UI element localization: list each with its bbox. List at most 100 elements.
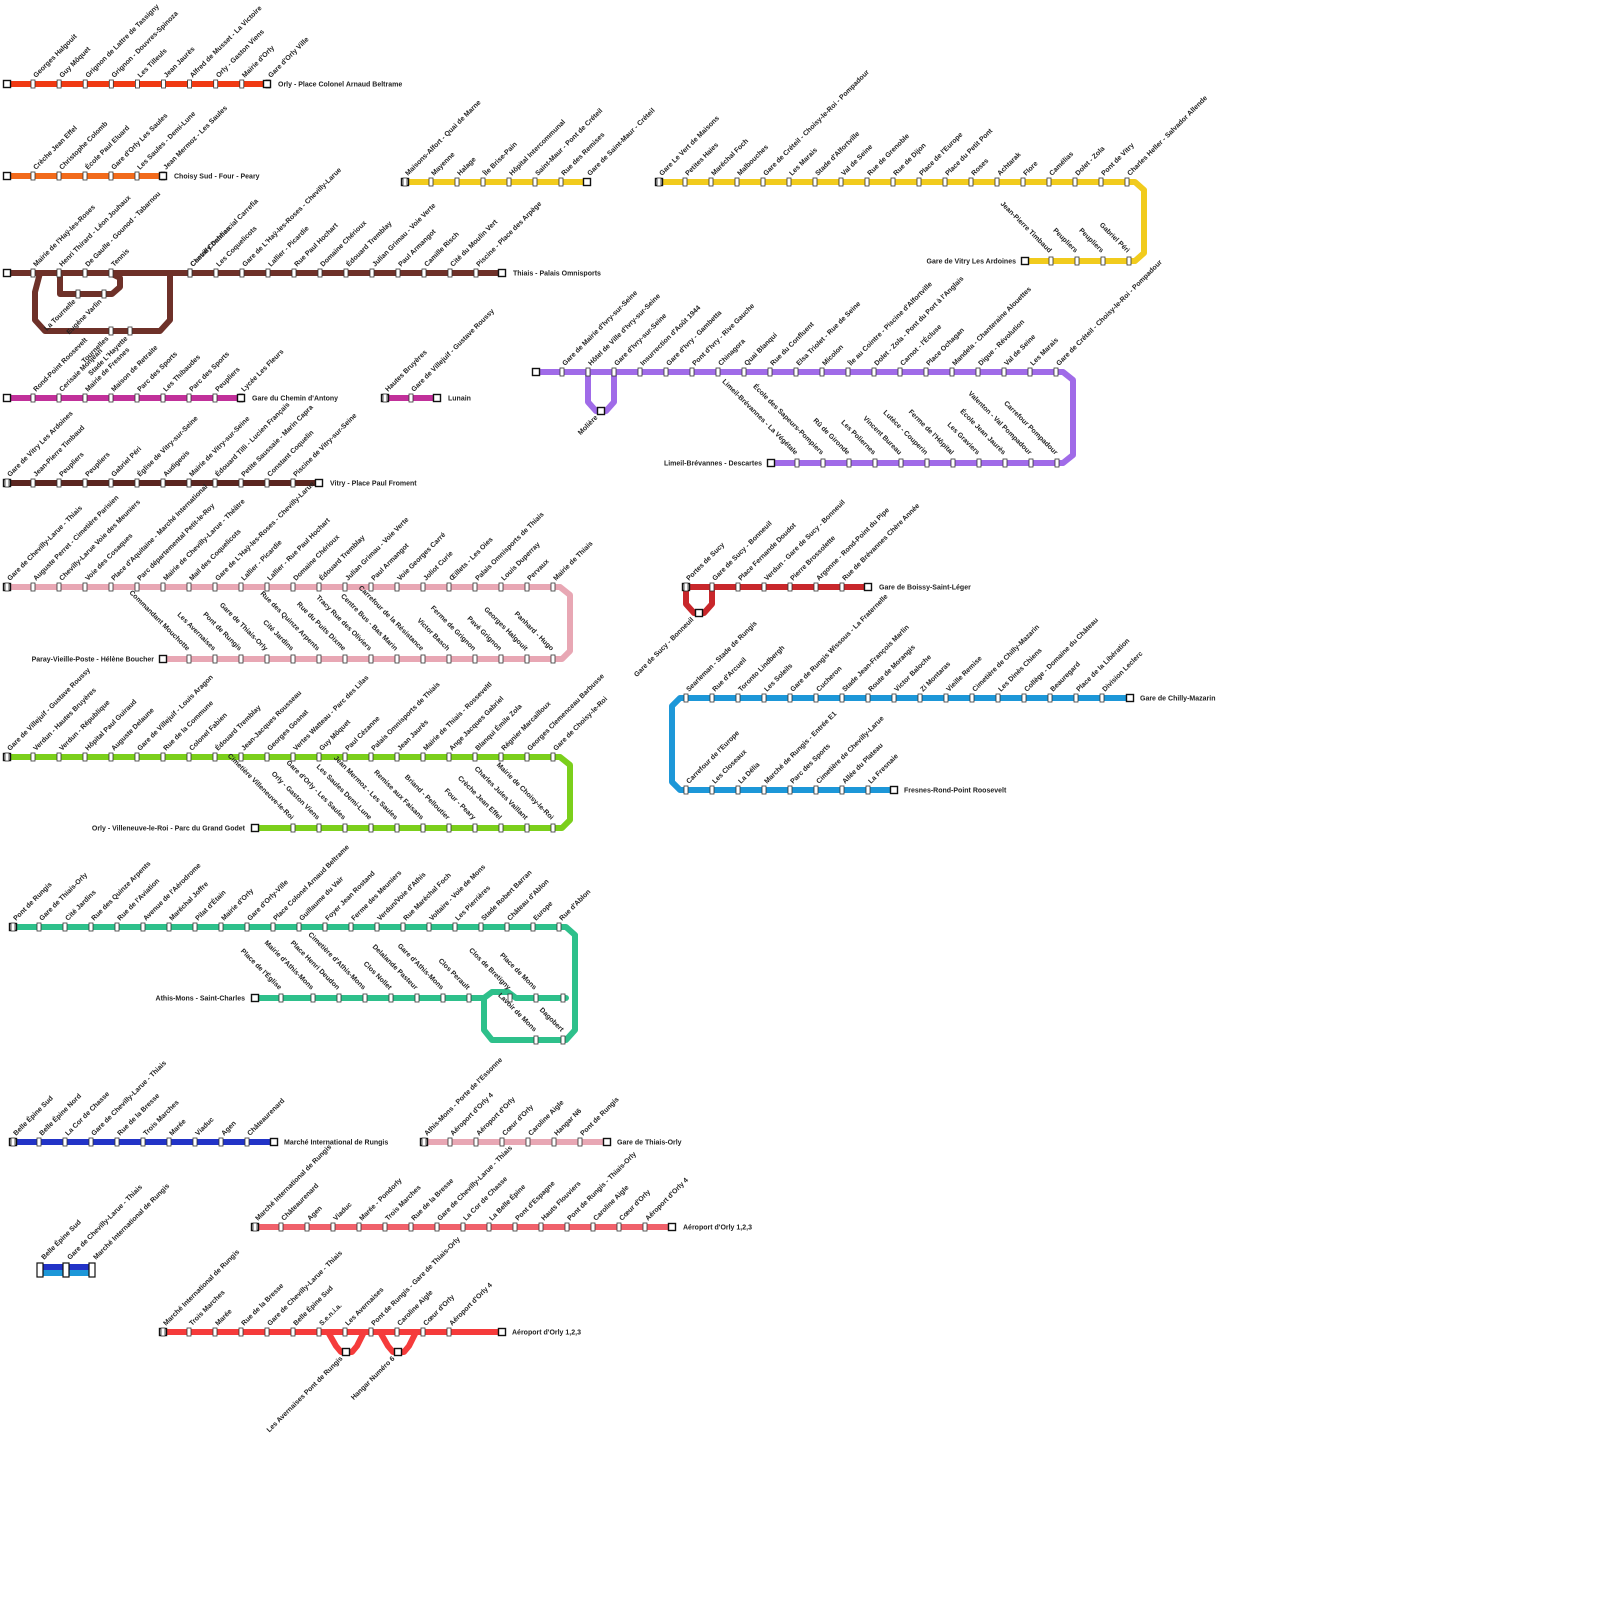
station-marker <box>916 177 922 187</box>
station-marker <box>30 752 36 762</box>
station-marker <box>524 752 530 762</box>
station-label: Europe <box>532 900 554 922</box>
station-marker <box>213 268 219 278</box>
station-marker <box>472 823 478 833</box>
station-marker <box>108 326 114 336</box>
station-marker <box>560 993 566 1003</box>
station-marker <box>761 582 767 592</box>
station-marker <box>291 268 297 278</box>
station-label: Digue - Révolution <box>977 319 1026 368</box>
station-marker <box>4 582 10 592</box>
station-label: Rue de la Commune <box>162 700 215 753</box>
station-label: Charles Heller - Salvador Allende <box>1126 95 1209 178</box>
station-marker <box>507 993 513 1003</box>
station-label: Blanqui Émile Zola <box>473 702 524 753</box>
station-label: Route de Morangis <box>867 644 917 694</box>
station-marker <box>813 582 819 592</box>
station-marker <box>891 693 897 703</box>
station-marker <box>1047 693 1053 703</box>
station-marker <box>186 393 192 403</box>
station-label: Georges Halgouit <box>32 33 79 80</box>
station-marker <box>368 752 374 762</box>
station-marker <box>426 922 432 932</box>
station-marker <box>342 582 348 592</box>
station-marker <box>140 922 146 932</box>
station-marker <box>1126 256 1132 266</box>
station-label: Verdun - République <box>58 699 111 752</box>
station-marker <box>62 922 68 932</box>
station-marker <box>1046 177 1052 187</box>
station-marker <box>420 823 426 833</box>
terminal-marker <box>158 654 168 664</box>
station-marker <box>36 1137 42 1147</box>
station-label: Ferme des Meuniers <box>350 870 403 923</box>
station-label: Aéroport d'Orly 4 <box>448 1282 494 1328</box>
station-marker <box>192 1137 198 1147</box>
station-marker <box>114 922 120 932</box>
station-marker <box>82 171 88 181</box>
station-marker <box>421 268 427 278</box>
station-marker <box>1072 177 1078 187</box>
station-marker <box>316 752 322 762</box>
station-marker <box>558 177 564 187</box>
station-label: Stade Robert Barran <box>480 869 533 922</box>
station-label: Rue du Confluent <box>769 321 816 368</box>
station-marker <box>689 367 695 377</box>
station-marker <box>917 693 923 703</box>
terminus-label: Thiais - Palais Omnisports <box>513 271 601 278</box>
station-marker <box>538 1222 544 1232</box>
station-marker <box>871 367 877 377</box>
station-marker <box>1048 256 1054 266</box>
station-label: La Cor de Chasse <box>462 1176 509 1223</box>
station-marker <box>995 693 1001 703</box>
station-marker <box>82 478 88 488</box>
station-label: Pont de Rungis <box>579 1096 620 1137</box>
station-marker <box>140 1137 146 1147</box>
station-label: Agen <box>306 1205 323 1222</box>
station-marker <box>846 458 852 468</box>
station-marker <box>374 922 380 932</box>
station-marker <box>506 177 512 187</box>
station-marker <box>550 582 556 592</box>
station-label: Édouard Tremblay <box>317 533 367 583</box>
station-marker <box>472 752 478 762</box>
station-marker <box>278 993 284 1003</box>
station-marker <box>368 823 374 833</box>
station-label: Gare d'Ivry-sur-Seine <box>613 313 668 368</box>
station-marker <box>342 752 348 762</box>
station-marker <box>394 823 400 833</box>
station-marker <box>56 393 62 403</box>
station-marker <box>56 752 62 762</box>
station-marker <box>715 367 721 377</box>
station-marker <box>134 582 140 592</box>
station-label: Châteaurenard <box>246 1098 286 1138</box>
station-marker <box>36 922 42 932</box>
terminus-label: Orly - Place Colonel Arnaud Beltrame <box>278 82 402 89</box>
station-marker <box>1100 256 1106 266</box>
station-marker <box>238 1327 244 1337</box>
terminus-label: Choisy Sud - Four - Peary <box>174 174 260 181</box>
station-marker <box>108 582 114 592</box>
station-marker <box>30 393 36 403</box>
station-label: Mairie de Thiais <box>552 540 594 582</box>
station-marker <box>108 393 114 403</box>
station-marker <box>238 478 244 488</box>
station-label: Régnier Marcailloux <box>500 700 552 752</box>
station-label: Rue Paul Hochart <box>293 222 340 269</box>
station-marker <box>342 823 348 833</box>
station-label: Peupliers <box>58 451 85 478</box>
station-marker <box>498 752 504 762</box>
station-marker <box>82 268 88 278</box>
station-marker <box>975 367 981 377</box>
station-label: Rue de la Bresse <box>240 1282 285 1327</box>
station-marker <box>734 177 740 187</box>
station-marker <box>108 171 114 181</box>
station-marker <box>368 582 374 592</box>
station-marker <box>10 922 16 932</box>
station-label: Chinagora <box>717 338 747 368</box>
station-label: Gare de Sucy - Bonneuil <box>633 616 695 678</box>
terminal-marker <box>432 393 442 403</box>
station-marker <box>186 752 192 762</box>
station-label: Rue d'Ablon <box>558 889 592 923</box>
station-marker <box>865 785 871 795</box>
